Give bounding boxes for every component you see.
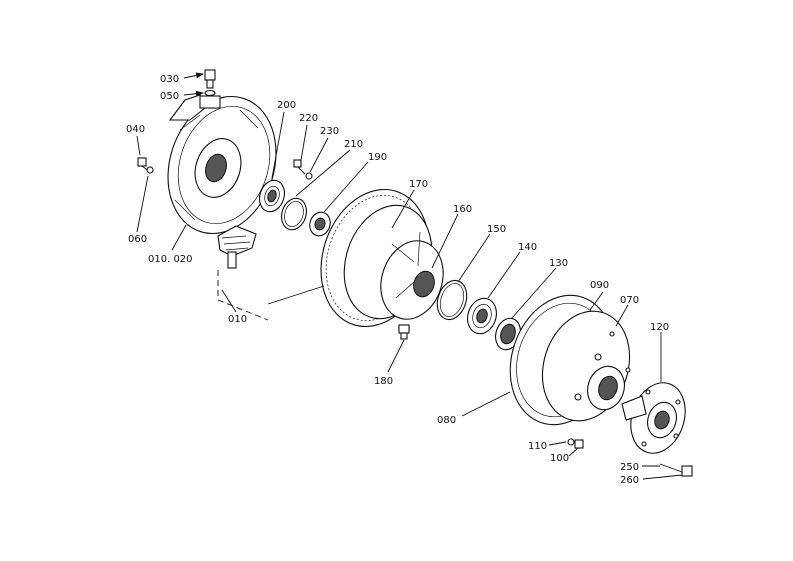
label-010: 010	[228, 314, 247, 325]
label-160: 160	[453, 204, 472, 215]
plug-030-part	[204, 69, 216, 89]
label-150: 150	[487, 224, 506, 235]
part-labels: 030 050 040 060 010. 020 010 200 220 230…	[126, 74, 669, 486]
housing-part	[167, 94, 277, 235]
bearing-200-part	[259, 179, 285, 213]
bearing-190-part	[309, 211, 331, 237]
label-110: 110	[528, 441, 547, 452]
label-250: 250	[620, 462, 639, 473]
label-170: 170	[409, 179, 428, 190]
washer-050-part	[204, 89, 216, 97]
washer-060-part	[146, 166, 154, 174]
label-190: 190	[368, 152, 387, 163]
label-040: 040	[126, 124, 145, 135]
label-050: 050	[160, 91, 179, 102]
bolt-180-part	[398, 324, 410, 340]
label-140: 140	[518, 242, 537, 253]
washer-230-part	[305, 172, 313, 180]
label-200: 200	[277, 100, 296, 111]
bolt-220-part	[293, 159, 306, 175]
label-220: 220	[299, 113, 318, 124]
bearing-150-part	[467, 297, 497, 335]
label-230: 230	[320, 126, 339, 137]
label-060: 060	[128, 234, 147, 245]
seal-140-part	[495, 317, 521, 351]
label-100: 100	[550, 453, 569, 464]
label-130: 130	[549, 258, 568, 269]
label-090: 090	[590, 280, 609, 291]
washer-110-part	[567, 438, 575, 446]
hub-housing-070-part	[509, 294, 631, 426]
label-210: 210	[344, 139, 363, 150]
label-260: 260	[620, 475, 639, 486]
label-070: 070	[620, 295, 639, 306]
snap-ring-210-part	[281, 197, 307, 231]
label-080: 080	[437, 415, 456, 426]
label-010-020: 010. 020	[148, 254, 193, 265]
label-180: 180	[374, 376, 393, 387]
flange-120-part	[621, 382, 686, 454]
label-120: 120	[650, 322, 669, 333]
bolt-250-part	[659, 463, 693, 477]
bracket-dashed	[217, 270, 269, 321]
pinion-gear-part	[217, 225, 257, 269]
bolt-100-part	[574, 439, 584, 449]
leader-lines	[136, 72, 683, 480]
ring-gear-170-part	[320, 188, 444, 328]
label-030: 030	[160, 74, 179, 85]
